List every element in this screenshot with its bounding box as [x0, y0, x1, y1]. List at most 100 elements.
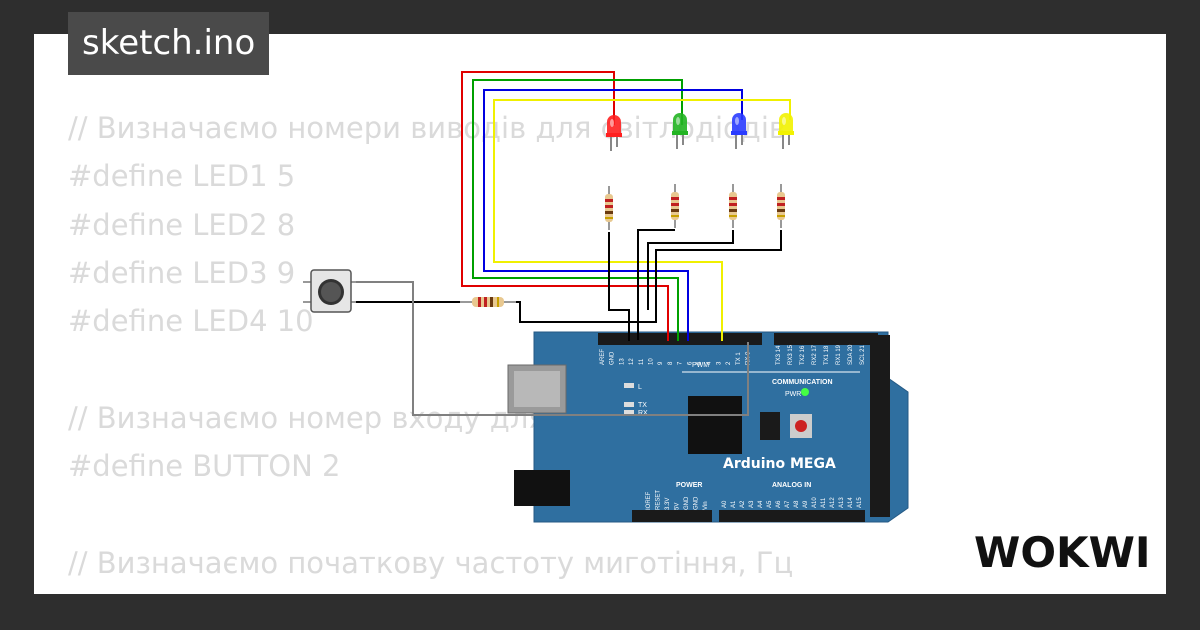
l-led — [624, 383, 634, 388]
pin-label: TX2 16 — [800, 345, 806, 365]
power-label: POWER — [676, 482, 702, 489]
analog-pin-label: A9 — [803, 500, 809, 508]
resistor-1 — [605, 186, 613, 230]
power-pin-label: Vin — [703, 501, 709, 510]
analog-pin-label: A7 — [785, 500, 791, 508]
pin-label: 13 — [619, 358, 625, 365]
analog-pin-label: A4 — [758, 500, 764, 508]
pin-label: TX 1 — [736, 352, 742, 365]
wokwi-wordmark: WOKWI — [974, 528, 1151, 577]
tx-label: TX — [638, 402, 647, 409]
wire-gnd-3 — [647, 230, 734, 310]
analog-pin-label: A10 — [812, 497, 818, 508]
pin-label: TX1 18 — [824, 345, 830, 365]
code-line: #define LED4 10 — [68, 304, 314, 339]
pin-label: 4 — [707, 361, 713, 365]
wire-blue — [483, 89, 743, 341]
icsp-header — [760, 412, 780, 440]
power-jack — [514, 470, 570, 506]
rx-label: RX — [638, 410, 648, 417]
code-line: #define LED2 8 — [68, 207, 296, 242]
pin-label: 10 — [649, 358, 655, 365]
pin-label: 2 — [726, 361, 732, 365]
analog-label: ANALOG IN — [772, 482, 811, 489]
resistor-2 — [671, 184, 679, 228]
wire-green — [472, 79, 683, 341]
pin-label: SDA 20 — [848, 344, 854, 365]
led4-led[interactable] — [778, 113, 794, 149]
power-header — [632, 510, 712, 522]
analog-pin-label: A1 — [731, 500, 737, 508]
push-button[interactable] — [303, 269, 356, 313]
wire-gnd-4 — [516, 230, 782, 323]
pwm-label: PWM — [692, 362, 709, 369]
analog-header — [719, 510, 865, 522]
analog-pin-label: A14 — [848, 497, 854, 508]
code-line: // Визначаємо номери виводів для світлод… — [68, 111, 786, 145]
power-pin-label: RESET — [656, 490, 662, 510]
power-pin-label: 5V — [675, 503, 681, 510]
rx-led — [624, 410, 634, 415]
power-pin-label: IOREF — [646, 491, 652, 510]
code-line: #define BUTTON 2 — [68, 449, 341, 484]
analog-pin-label: A3 — [749, 500, 755, 508]
file-tab-sketch[interactable]: sketch.ino — [68, 12, 270, 75]
wire-gnd-2 — [637, 229, 675, 340]
pin-label: 9 — [658, 361, 664, 365]
resistor-3 — [729, 184, 737, 228]
usb-port-inner — [514, 371, 560, 407]
wire-button-pin2 — [355, 281, 749, 416]
led3-led[interactable] — [731, 113, 747, 149]
tx-led — [624, 402, 634, 407]
communication-header — [774, 333, 878, 345]
code-line: #define LED1 5 — [68, 159, 296, 194]
pin-label: RX1 19 — [836, 344, 842, 365]
digital-header-right — [870, 335, 890, 517]
pin-label: RX3 15 — [788, 344, 794, 365]
digital-header-left — [598, 333, 762, 345]
code-line: // Визначаємо початкову частоту миготінн… — [68, 545, 794, 580]
code-editor: // Визначаємо номери виводів для світлод… — [68, 104, 793, 594]
pin-label: 6 — [687, 361, 693, 365]
led-resistors[interactable] — [605, 184, 785, 230]
arduino-mega-board[interactable]: PWM COMMUNICATION PWR L TX RX POWER ANAL… — [507, 331, 909, 523]
led1-led[interactable] — [606, 115, 622, 151]
pin-label: 12 — [629, 358, 635, 365]
l-label: L — [638, 384, 642, 391]
wire-yellow — [493, 99, 791, 341]
resistor-4 — [777, 184, 785, 228]
analog-pin-label: A11 — [821, 497, 827, 508]
pin-label: 3 — [716, 361, 722, 365]
pin-label: RX2 17 — [812, 344, 818, 365]
leds[interactable] — [606, 113, 794, 151]
analog-pin-label: A12 — [830, 497, 836, 508]
pin-label: 8 — [668, 361, 674, 365]
analog-pin-label: A0 — [722, 500, 728, 508]
pin-label: AREF — [600, 349, 606, 365]
analog-pin-label: A13 — [839, 497, 845, 508]
wokwi-logo: WOKWI — [974, 528, 1151, 577]
pin-label: 11 — [639, 358, 645, 365]
button-resistor[interactable] — [460, 297, 516, 307]
communication-label: COMMUNICATION — [772, 379, 833, 386]
microcontroller-chip — [688, 396, 742, 454]
power-pin-label: 3.3V — [665, 498, 671, 510]
analog-pin-label: A6 — [776, 500, 782, 508]
analog-pin-label: A5 — [767, 500, 773, 508]
code-line: #define LED3 9 — [68, 255, 296, 290]
pwr-led — [801, 388, 809, 396]
pin-label: 7 — [678, 361, 684, 365]
code-line: #define FREQ 2 — [68, 587, 793, 595]
analog-pin-label: A2 — [740, 500, 746, 508]
power-pin-label: GND — [694, 496, 700, 510]
pin-label: TX3 14 — [776, 345, 782, 365]
wire-gnd-1 — [608, 232, 630, 341]
power-pin-label: GND — [684, 496, 690, 510]
led2-led[interactable] — [672, 113, 688, 149]
wires — [355, 71, 791, 416]
reset-button-cap — [795, 420, 807, 432]
analog-pin-label: A8 — [794, 500, 800, 508]
